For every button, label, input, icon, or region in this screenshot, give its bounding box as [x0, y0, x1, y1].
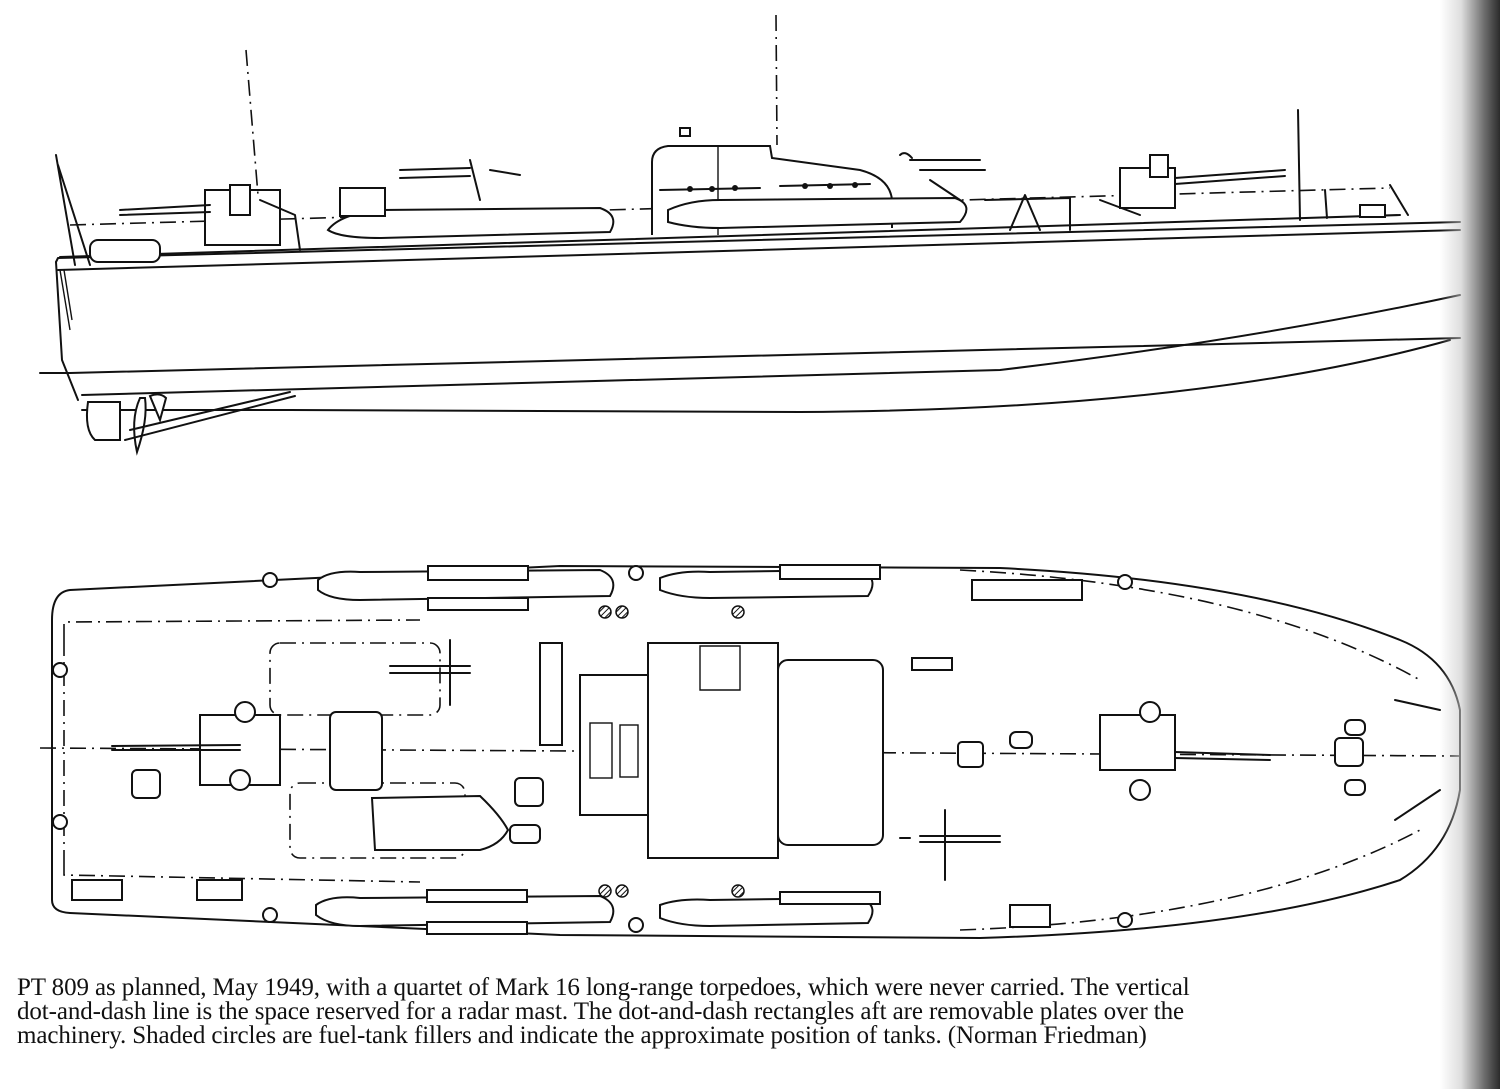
twin-gun-aft [399, 159, 521, 201]
propeller-icon [133, 397, 147, 456]
profile-view [39, 14, 1461, 456]
fuel-filler-icon [615, 605, 629, 619]
hatch-aft [329, 711, 383, 791]
plan-view [39, 564, 1461, 939]
anchor [1394, 699, 1441, 821]
dinghy [370, 794, 510, 851]
removable-plate-1 [269, 642, 441, 716]
lifeline-bow [959, 569, 1421, 931]
ship-drawing [39, 14, 1461, 939]
deck-outline [51, 565, 1461, 939]
forward-gun-mount [1099, 154, 1286, 216]
caption-line-3: machinery. Shaded circles are fuel-tank … [17, 1022, 1147, 1049]
plan-twin-gun-port [389, 639, 471, 706]
twin-gun-forward [899, 152, 986, 201]
plan-deckhouse [579, 642, 884, 859]
caption-line-1: PT 809 as planned, May 1949, with a quar… [17, 974, 1190, 1001]
fuel-filler-icon [615, 884, 629, 898]
plan-aft-gun [111, 701, 281, 791]
lifeline-port [63, 619, 421, 640]
fuel-filler-icon [731, 884, 745, 898]
fuel-filler-icon [598, 605, 612, 619]
centerline [39, 747, 1461, 757]
propeller-shaft [124, 391, 296, 441]
hull-sheer-line [55, 221, 1461, 263]
aft-gun-mount [119, 184, 301, 251]
plan-torpedo-port-aft [317, 568, 615, 602]
hull-transom [55, 261, 79, 401]
waterline [39, 337, 1461, 374]
flagstaff [55, 154, 91, 266]
book-binding-shadow [1440, 0, 1500, 1089]
figure-caption: PT 809 as planned, May 1949, with a quar… [17, 974, 1487, 1049]
fuel-filler-icon [731, 605, 745, 619]
plan-forward-gun [1099, 701, 1271, 801]
torpedo-forward [667, 196, 968, 230]
chine-line [81, 294, 1461, 396]
radar-mast-space [775, 14, 778, 146]
keel-line [81, 339, 1451, 413]
radar-mast-space-aft [245, 49, 259, 196]
fuel-filler-icon [598, 884, 612, 898]
jackstaff [1297, 109, 1301, 221]
plan-torpedo-starboard-aft [315, 894, 615, 928]
smoke-generator [89, 239, 161, 263]
rudder [85, 401, 121, 441]
plan-twin-gun-starboard [899, 809, 1001, 881]
caption-line-2: dot-and-dash line is the space reserved … [17, 998, 1184, 1025]
lifeline-starboard [63, 860, 421, 883]
